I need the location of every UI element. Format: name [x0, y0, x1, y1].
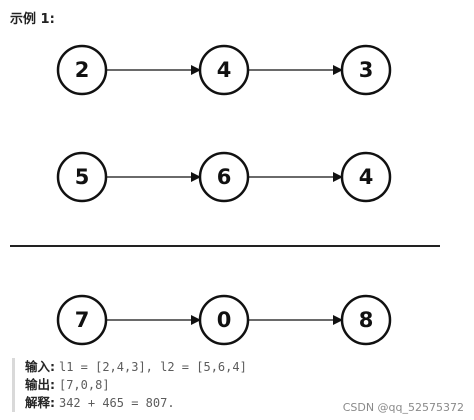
node-label-l1-0: 2: [75, 58, 90, 82]
node-label-result-0: 7: [75, 308, 90, 332]
explain-value: 342 + 465 = 807.: [58, 396, 175, 410]
explain-label: 解释:: [25, 395, 55, 410]
list-row-l1: 2 4 3: [56, 44, 392, 96]
linked-list-diagram: 2 4 3 5 6 4 7 0 8: [10, 44, 440, 346]
example-heading: 示例 1:: [10, 12, 55, 27]
node-circle-result-0: [56, 294, 108, 346]
output-label: 输出:: [25, 377, 55, 392]
node-circle-l2-0: [56, 151, 108, 203]
list-row-l2: 5 6 4: [56, 151, 392, 203]
node-label-result-1: 0: [217, 308, 232, 332]
example-explanation: 输入: l1 = [2,4,3], l2 = [5,6,4] 输出: [7,0,…: [12, 358, 247, 412]
explain-line: 解释: 342 + 465 = 807.: [25, 394, 247, 412]
node-label-l1-1: 4: [217, 58, 232, 82]
node-circle-l2-1: [198, 151, 250, 203]
node-circle-result-1: [198, 294, 250, 346]
node-circle-result-2: [340, 294, 392, 346]
node-label-l1-2: 3: [359, 58, 374, 82]
node-label-l2-2: 4: [359, 165, 374, 189]
node-circle-l1-1: [198, 44, 250, 96]
watermark: CSDN @qq_52575372: [342, 401, 464, 414]
node-label-l2-0: 5: [75, 165, 90, 189]
output-line: 输出: [7,0,8]: [25, 376, 247, 394]
node-circle-l1-0: [56, 44, 108, 96]
input-line: 输入: l1 = [2,4,3], l2 = [5,6,4]: [25, 358, 247, 376]
list-row-result: 7 0 8: [56, 294, 392, 346]
input-label: 输入:: [25, 359, 55, 374]
node-label-l2-1: 6: [217, 165, 232, 189]
node-circle-l2-2: [340, 151, 392, 203]
output-value: [7,0,8]: [58, 378, 110, 392]
node-circle-l1-2: [340, 44, 392, 96]
input-value: l1 = [2,4,3], l2 = [5,6,4]: [58, 360, 247, 374]
node-label-result-2: 8: [359, 308, 374, 332]
